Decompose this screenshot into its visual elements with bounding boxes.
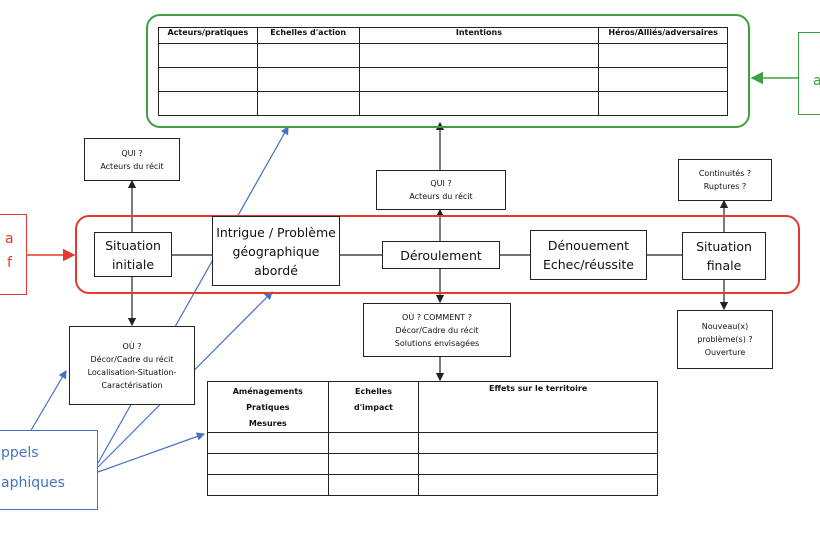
situation-initiale-box: Situation initiale bbox=[94, 232, 172, 277]
table-row bbox=[158, 67, 728, 92]
ou-comment-box: OÙ ? COMMENT ? Décor/Cadre du récit Solu… bbox=[363, 303, 511, 357]
ou-left-line3: Localisation-Situation- bbox=[87, 367, 177, 377]
table-row bbox=[207, 432, 658, 454]
situation-finale-line1: Situation bbox=[696, 239, 752, 254]
qui-center-line1: QUI ? bbox=[430, 179, 452, 188]
red-frame bbox=[75, 215, 800, 294]
blue-note: ppels aphiques bbox=[0, 430, 98, 510]
deroulement-box: Déroulement bbox=[382, 241, 500, 269]
qui-left-line2: Acteurs du récit bbox=[100, 161, 164, 171]
red-note-line2: f bbox=[7, 255, 12, 271]
blue-note-line2: aphiques bbox=[1, 475, 65, 491]
green-note: a bbox=[798, 32, 820, 115]
denouement-box: Dénouement Echec/réussite bbox=[530, 230, 647, 280]
green-note-text: a bbox=[813, 73, 820, 89]
ou-comment-line1: OÙ ? COMMENT ? bbox=[402, 312, 472, 322]
situation-finale-line2: finale bbox=[706, 258, 742, 273]
continuites-line1: Continuités ? bbox=[698, 169, 752, 178]
nouveau-line1: Nouveau(x) bbox=[701, 322, 749, 331]
ou-left-line2: Décor/Cadre du récit bbox=[90, 354, 174, 364]
bottom-col1-line1: Aménagements bbox=[232, 387, 303, 396]
situation-initiale-line2: initiale bbox=[111, 256, 155, 272]
table-row bbox=[207, 453, 658, 475]
bottom-col2-line2: d'impact bbox=[354, 403, 393, 412]
bottom-table-header-2: Echelles d'impact bbox=[327, 381, 420, 433]
intrigue-box: Intrigue / Problème géographique abordé bbox=[212, 216, 340, 286]
ou-left-line4: Caractérisation bbox=[101, 380, 163, 390]
denouement-line1: Dénouement bbox=[547, 238, 630, 253]
nouveau-box: Nouveau(x) problème(s) ? Ouverture bbox=[677, 310, 773, 369]
green-frame bbox=[146, 14, 750, 128]
intrigue-line3: abordé bbox=[254, 262, 298, 278]
blue-note-line1: ppels bbox=[1, 445, 39, 461]
qui-center-box: QUI ? Acteurs du récit bbox=[376, 170, 506, 210]
ou-comment-line2: Décor/Cadre du récit bbox=[395, 325, 479, 335]
intrigue-line1: Intrigue / Problème bbox=[216, 224, 336, 240]
deroulement-label: Déroulement bbox=[400, 247, 482, 263]
blue-arrow-4 bbox=[97, 432, 206, 473]
red-note: a f bbox=[0, 214, 27, 295]
ou-comment-line3: Solutions envisagées bbox=[394, 338, 480, 348]
nouveau-line2: problème(s) ? bbox=[697, 335, 753, 344]
bottom-col1-line2: Pratiques bbox=[246, 403, 290, 412]
situation-initiale-line1: Situation bbox=[105, 237, 161, 253]
top-table: Acteurs/pratiques Echelles d'action Inte… bbox=[158, 27, 728, 116]
bottom-col1-line3: Mesures bbox=[248, 419, 287, 428]
bottom-col2-line1: Echelles bbox=[354, 387, 392, 396]
ou-left-box: OÙ ? Décor/Cadre du récit Localisation-S… bbox=[69, 326, 195, 405]
continuites-box: Continuités ? Ruptures ? bbox=[678, 159, 772, 201]
qui-left-line1: QUI ? bbox=[121, 148, 143, 158]
qui-center-line2: Acteurs du récit bbox=[409, 192, 473, 201]
top-table-header: Héros/Alliés/adversaires bbox=[598, 27, 728, 44]
denouement-line2: Echec/réussite bbox=[542, 257, 635, 272]
red-note-line1: a bbox=[5, 231, 14, 247]
table-row bbox=[158, 43, 728, 68]
continuites-line2: Ruptures ? bbox=[703, 182, 747, 191]
ou-left-line1: OÙ ? bbox=[122, 341, 142, 351]
table-row bbox=[158, 91, 728, 116]
situation-finale-box: Situation finale bbox=[682, 232, 766, 280]
table-row bbox=[207, 474, 658, 496]
intrigue-line2: géographique bbox=[232, 243, 320, 259]
bottom-table-header-1: Aménagements Pratiques Mesures bbox=[207, 381, 329, 433]
bottom-table: Aménagements Pratiques Mesures Echelles … bbox=[207, 381, 658, 496]
top-table-header: Acteurs/pratiques bbox=[158, 27, 258, 44]
blue-arrow-2 bbox=[97, 125, 289, 464]
bottom-table-header-3: Effets sur le territoire bbox=[418, 381, 658, 433]
blue-arrow-1 bbox=[29, 369, 67, 433]
nouveau-line3: Ouverture bbox=[704, 348, 746, 357]
top-table-header: Intentions bbox=[358, 27, 600, 44]
top-table-header: Echelles d'action bbox=[256, 27, 360, 44]
qui-left-box: QUI ? Acteurs du récit bbox=[84, 138, 180, 181]
